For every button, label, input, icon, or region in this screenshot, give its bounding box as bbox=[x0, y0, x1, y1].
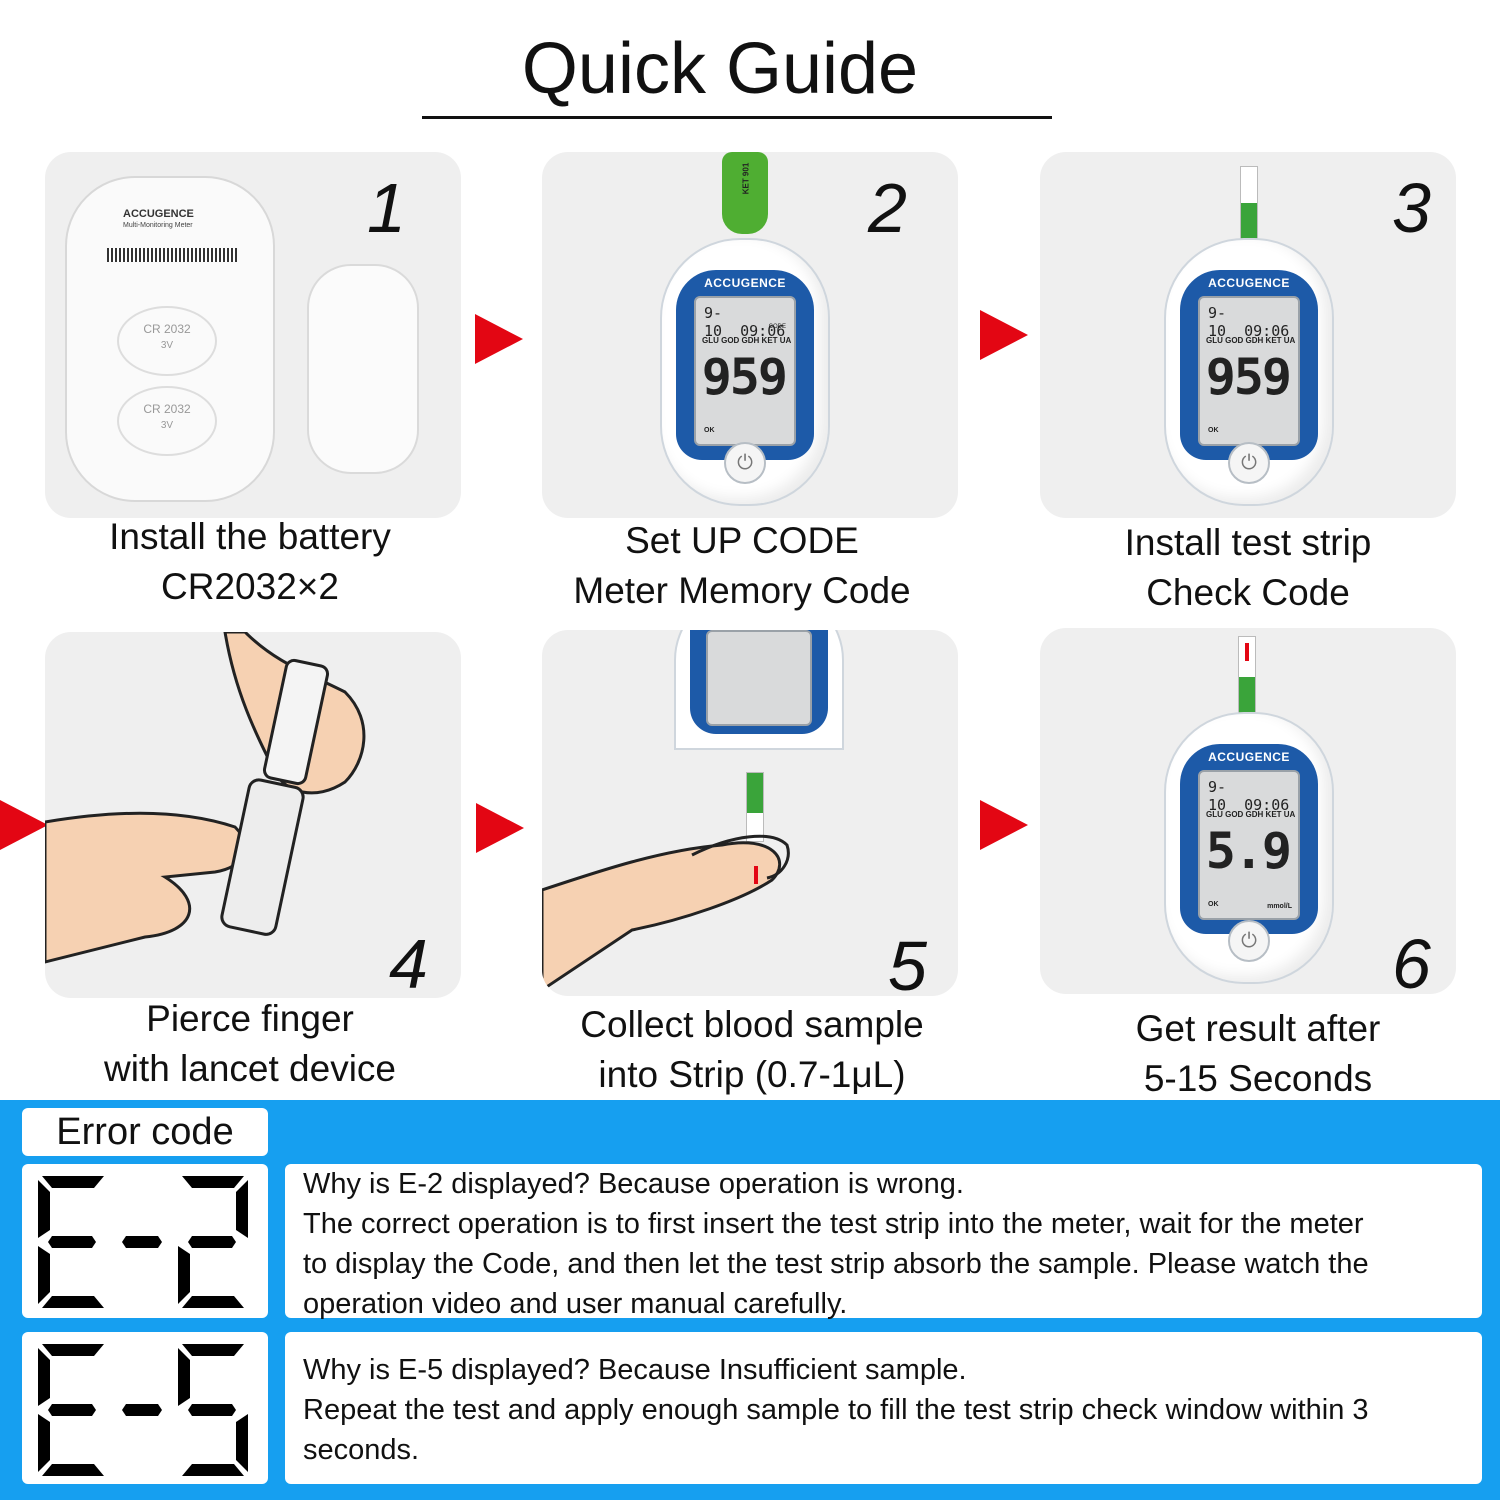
meter-display: 9-10 09:06 GLU GOD GDH KET UA 5.9 mmol/L… bbox=[1198, 770, 1300, 920]
meter-brand-label: ACCUGENCE bbox=[123, 208, 194, 220]
next-arrow-2 bbox=[980, 310, 1028, 360]
seven-segment-e5-icon bbox=[38, 1344, 248, 1476]
meter-illustration: ACCUGENCE 9-10 09:06 GLU GOD GDH KET UA … bbox=[1164, 712, 1334, 984]
step-1-caption: Install the battery CR2032×2 bbox=[109, 516, 391, 607]
step-6-card: ACCUGENCE 9-10 09:06 GLU GOD GDH KET UA … bbox=[1040, 628, 1456, 994]
code-strip-illustration: KET 901 bbox=[722, 152, 768, 234]
power-icon: ⏻ bbox=[1228, 920, 1270, 962]
next-arrow-1 bbox=[475, 314, 523, 364]
step-number: 3 bbox=[1392, 169, 1431, 247]
step-5-card: ACCUGENCE 5 bbox=[542, 630, 958, 996]
next-arrow-5 bbox=[980, 800, 1028, 850]
step-number: 4 bbox=[389, 925, 428, 998]
meter-face: ACCUGENCE 9-10 09:06 GLU GOD GDH KET UA … bbox=[1180, 744, 1318, 934]
meter-model-label: Multi-Monitoring Meter bbox=[123, 222, 193, 229]
battery-slot-1: CR 2032 3V bbox=[117, 306, 217, 376]
step-3-card: ACCUGENCE 9-10 09:06 GLU GOD GDH KET UA … bbox=[1040, 152, 1456, 518]
meter-face: ACCUGENCE 9-10 09:06 CODE GLU GOD GDH KE… bbox=[676, 270, 814, 460]
error-section-title: Error code bbox=[22, 1108, 268, 1156]
step-number: 6 bbox=[1392, 925, 1431, 994]
error-e5-explanation: Why is E-5 displayed? Because Insufficie… bbox=[285, 1332, 1482, 1484]
step-2-caption: Set UP CODE Meter Memory Code bbox=[573, 520, 911, 611]
battery-cover-illustration bbox=[307, 264, 419, 474]
step-5-caption: Collect blood sample into Strip (0.7-1μL… bbox=[580, 1004, 924, 1095]
title-underline bbox=[422, 116, 1052, 119]
meter-display: 9-10 09:06 CODE GLU GOD GDH KET UA 959 O… bbox=[694, 296, 796, 446]
error-code-e2-display bbox=[22, 1164, 268, 1318]
meter-back-illustration: ACCUGENCE Multi-Monitoring Meter CR 2032… bbox=[65, 176, 275, 502]
barcode bbox=[107, 248, 237, 262]
step-4-card: 4 bbox=[45, 632, 461, 998]
step-1-card: ACCUGENCE Multi-Monitoring Meter CR 2032… bbox=[45, 152, 461, 518]
power-icon: ⏻ bbox=[724, 442, 766, 484]
meter-display: 9-10 09:06 GLU GOD GDH KET UA 959 OK bbox=[1198, 296, 1300, 446]
step-number: 5 bbox=[888, 927, 927, 996]
test-strip-illustration bbox=[1238, 636, 1256, 720]
page-title: Quick Guide bbox=[521, 29, 919, 109]
lancet-hand-illustration bbox=[45, 632, 366, 964]
power-icon: ⏻ bbox=[1228, 442, 1270, 484]
step-2-card: KET 901 ACCUGENCE 9-10 09:06 CODE GLU GO… bbox=[542, 152, 958, 518]
step-number: 1 bbox=[367, 169, 406, 247]
finger-illustration bbox=[542, 834, 790, 992]
error-e2-explanation: Why is E-2 displayed? Because operation … bbox=[285, 1164, 1482, 1320]
next-arrow-4 bbox=[476, 803, 524, 853]
seven-segment-e2-icon bbox=[38, 1176, 248, 1308]
step-4-caption: Pierce finger with lancet device bbox=[103, 998, 397, 1089]
step-3-caption: Install test strip Check Code bbox=[1124, 522, 1372, 613]
test-strip-illustration bbox=[746, 772, 764, 842]
meter-illustration: ACCUGENCE 9-10 09:06 CODE GLU GOD GDH KE… bbox=[660, 238, 830, 506]
meter-illustration: ACCUGENCE 9-10 09:06 GLU GOD GDH KET UA … bbox=[1164, 238, 1334, 506]
battery-slot-2: CR 2032 3V bbox=[117, 386, 217, 456]
step-number: 2 bbox=[868, 169, 907, 247]
error-code-e5-display bbox=[22, 1332, 268, 1484]
next-arrow-3 bbox=[0, 800, 48, 850]
meter-face: ACCUGENCE 9-10 09:06 GLU GOD GDH KET UA … bbox=[1180, 270, 1318, 460]
step-6-caption: Get result after 5-15 Seconds bbox=[1135, 1008, 1381, 1099]
test-strip-illustration bbox=[1240, 166, 1258, 246]
